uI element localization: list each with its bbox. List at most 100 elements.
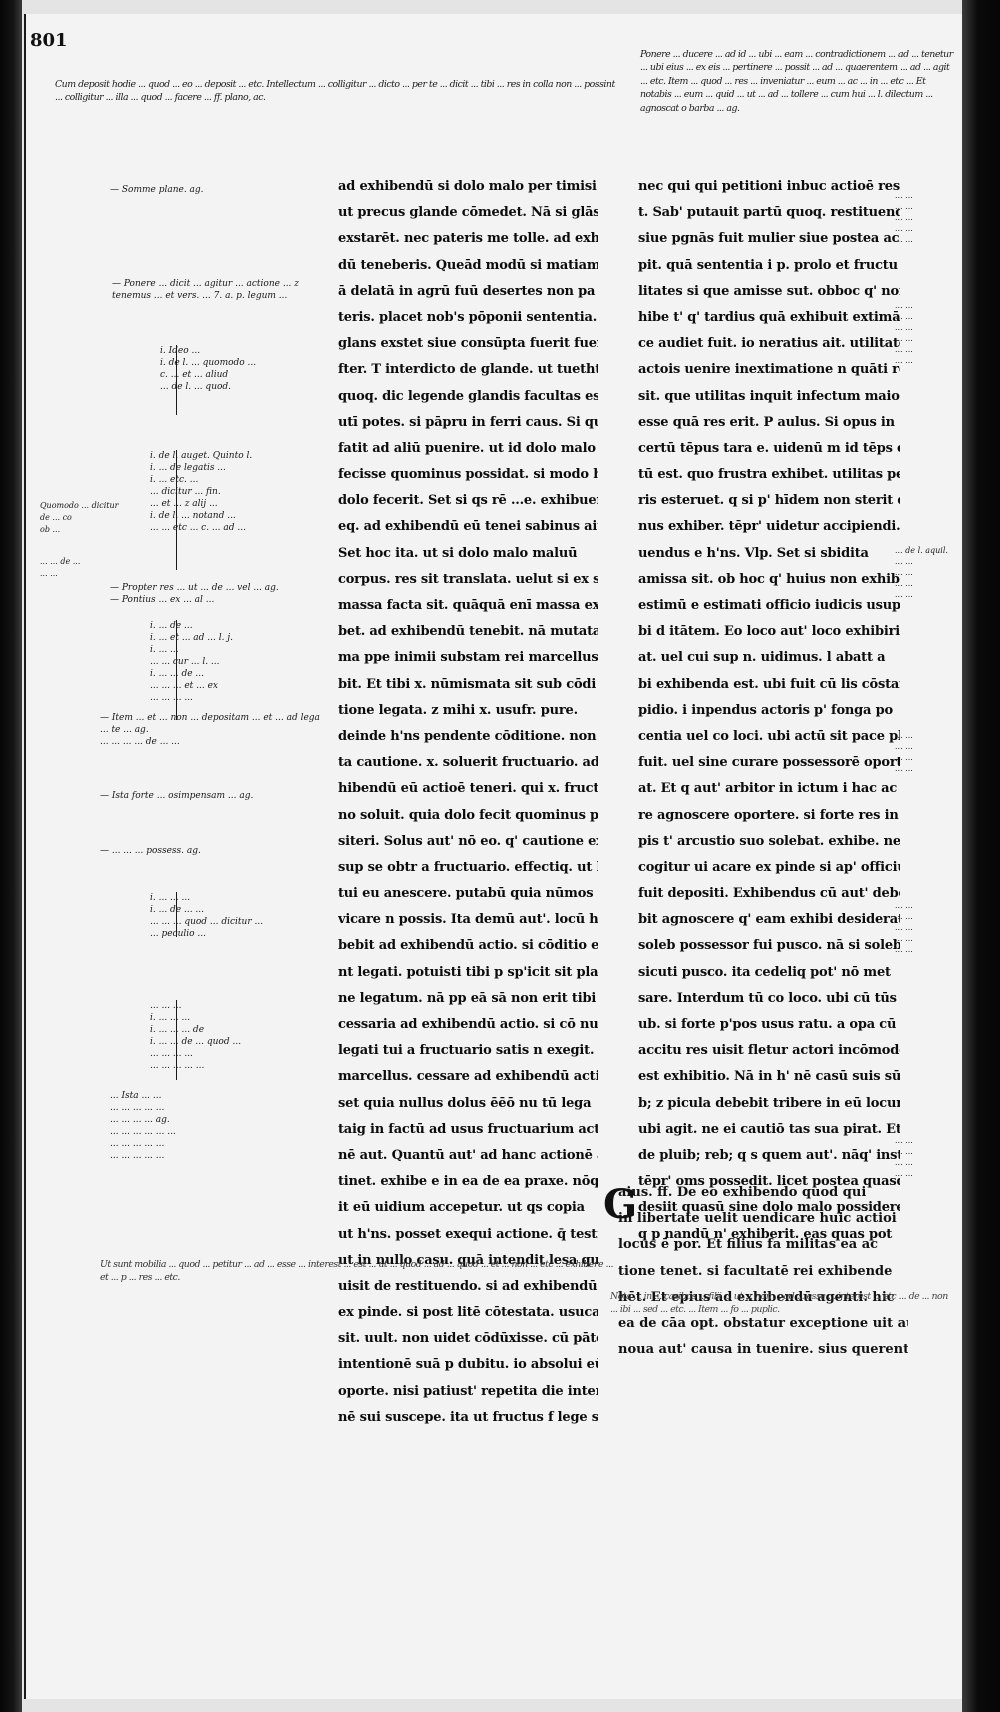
- text-line: sup se obtr a fructuario. effectiq. ut l…: [338, 859, 598, 875]
- right-margin-note: ... ... ... ... ... ... ... ... ... ... …: [895, 301, 913, 365]
- text-line: pis t' arcustio suo solebat. exhibe. ne …: [638, 833, 900, 849]
- text-line: no soluit. quia dolo fecit quominus pos: [338, 807, 598, 823]
- text-line: marcellus. cessare ad exhibendū actionē.: [338, 1069, 598, 1085]
- margin-note: — Ponere ... dicit ... agitur ... action…: [112, 279, 302, 301]
- text-line: ā delatā in agrū fuū desertes non pa: [338, 283, 596, 299]
- text-line: sicuti pusco. ita cedeliq pot' nō met: [638, 964, 891, 980]
- text-line: fecisse quominus possidat. si modo hoc: [338, 467, 598, 483]
- text-line: sit. que utilitas inquit infectum maior: [638, 388, 900, 404]
- text-line: fuit. uel sine curare possessorē oporter: [638, 755, 900, 771]
- text-line: at. uel cui sup n. uidimus. l abatt a: [638, 650, 886, 666]
- text-line: sare. Interdum tū co loco. ubi cū tūs su…: [638, 990, 900, 1006]
- main-text-right-column: nec qui qui petitioni inbuc actioē resti…: [638, 174, 900, 1248]
- text-line: hibe t' q' tardius quā exhibuit extimā: [638, 309, 900, 325]
- right-margin-note: ... de l. aquil. ... ... ... ... ... ...…: [895, 546, 948, 599]
- margin-note: ... Ista ... ... ... ... ... ... ... ...…: [110, 1091, 176, 1161]
- text-line: hēt. Et epius ad exhibendū agenti. hic: [618, 1289, 895, 1305]
- text-line: fter. T interdicto de glande. ut tuethtr…: [338, 362, 598, 378]
- text-line: tēpr' oms possedit. licet postea quasdā: [638, 1174, 900, 1190]
- text-line: sit. uult. non uidet cōdūxisse. cū pāte: [338, 1331, 598, 1347]
- text-line: noua aut' causa in tuenire. sius querent…: [618, 1342, 908, 1358]
- margin-bracket: [176, 1000, 185, 1080]
- text-line: ta cautione. x. soluerit fructuario. ad …: [338, 755, 598, 771]
- right-binding-edge: [962, 0, 1000, 1712]
- text-line: ma ppe inimii substam rei marcellus scr: [338, 650, 598, 666]
- text-line: exstarēt. nec pateris me tolle. ad exhib…: [338, 231, 598, 247]
- text-line: cessaria ad exhibendū actio. si cō nuari…: [338, 1017, 598, 1032]
- margin-note: — Ista forte ... osimpensam ... ag.: [100, 791, 254, 801]
- text-line: uisit de restituendo. si ad exhibendū ag…: [338, 1278, 598, 1294]
- right-margin-note: ... ... ... ... ... ... ... ... ... ...: [895, 901, 913, 954]
- text-line: nē sui suscepe. ita ut fructus f lege su…: [338, 1409, 598, 1425]
- text-line: siteri. Solus aut' nō eo. q' cautione ex…: [338, 833, 598, 849]
- gloss-bottom-left: Ut sunt mobilia ... quod ... petitur ...…: [100, 1259, 616, 1284]
- text-line: de pluib; reb; q s quem aut'. nāq' insta…: [638, 1147, 900, 1163]
- text-line: tū est. quo frustra exhibet. utilitas pe…: [638, 467, 900, 483]
- text-line: siue pgnās fuit mulier siue postea ace: [638, 231, 900, 247]
- margin-note: i. ... de ... i. ... et ... ad ... l. j.…: [150, 621, 233, 703]
- text-line: intentionē suā p dubitu. io absolui eū: [338, 1357, 598, 1373]
- margin-note: ... ... ... i. ... ... ... i. ... ... ..…: [150, 1001, 242, 1071]
- text-line: q p nandū n' exhiberit. eas quas pot: [638, 1226, 893, 1242]
- text-line: centia uel co loci. ubi actū sit pace pl…: [638, 728, 900, 744]
- folio-number: 801: [30, 30, 68, 51]
- margin-note: i. ... ... ... i. ... de ... ... ... ...…: [150, 893, 264, 939]
- text-line: certū tēpus tara e. uidenū m id tēps exe: [638, 440, 900, 456]
- text-line: bi exhibenda est. ubi fuit cū lis cōstar…: [638, 676, 900, 692]
- margin-note: — Propter res ... ut ... de ... vel ... …: [110, 583, 279, 605]
- text-line: hibendū eū actioē teneri. qui x. fructua: [338, 781, 598, 797]
- text-line: oporte. nisi patiust' repetita die inten…: [338, 1383, 598, 1399]
- text-line: at. Et q aut' arbitor in ictum i hac ac: [638, 781, 898, 797]
- text-line: nē aut. Quantū aut' ad hanc actionē at: [338, 1147, 598, 1163]
- text-line: bi d itātem. Eo loco aut' loco exhibiri …: [638, 624, 900, 640]
- left-scan-edge: [0, 0, 22, 1712]
- margin-note: ... ... de ... ... ...: [40, 557, 81, 578]
- text-line: ex pinde. si post litē cōtestata. usucap…: [338, 1305, 598, 1321]
- text-line: amissa sit. ob hoc q' huius non exhiberi: [638, 571, 900, 587]
- text-line: est exhibitio. Nā in h' nē casū suis sūp…: [638, 1069, 900, 1085]
- text-line: massa facta sit. quāquā enī massa exhi: [338, 598, 598, 613]
- text-line: teris. placet nob's pōponii sententia. s…: [338, 309, 598, 325]
- margin-note: Quomodo ... dicitur de ... co ob ...: [40, 501, 119, 534]
- manuscript-page: [24, 14, 962, 1699]
- text-line: ris esteruet. q si p' hīdem non sterit q…: [638, 493, 900, 509]
- right-margin-note: ... ... ... ... ... ... ... ...: [895, 731, 913, 773]
- text-line: litates si que amisse sut. obboc q' non …: [638, 283, 900, 299]
- text-line: locus ē por. Et filius fa militas ea ac: [618, 1237, 879, 1253]
- text-line: bit agnoscere q' eam exhibi desiderat. s…: [638, 912, 900, 928]
- text-line: accitu res uisit fletur actori incōmode: [638, 1043, 900, 1059]
- margin-bracket: [176, 620, 185, 720]
- text-line: bebit ad exhibendū actio. si cōditio ext…: [338, 938, 598, 954]
- text-line: ubi agit. ne ei cautiō tas sua pirat. Et: [638, 1121, 900, 1137]
- text-line: dū teneberis. Queād modū si matiam me: [338, 257, 598, 273]
- text-line: glans exstet siue consūpta fuerit fuer: [338, 336, 598, 352]
- text-line: t. Sab' putauit partū quoq. restituendū: [638, 205, 900, 221]
- margin-note: — ... ... ... possess. ag.: [100, 846, 201, 856]
- margin-bracket: [176, 450, 185, 570]
- text-line: aius. ff. De eo exhibendo quod qui: [618, 1185, 867, 1200]
- text-line: tione legata. z mihi x. usufr. pure.: [338, 702, 578, 718]
- text-line: ut precus glande cōmedet. Nā si glās: [338, 205, 598, 221]
- text-line: re agnoscere oportere. si forte res in e…: [638, 807, 900, 823]
- text-line: legati tui a fructuario satis n exegit. …: [338, 1043, 598, 1059]
- text-line: actois uenire inextimatione n quāti res: [638, 362, 900, 378]
- text-line: ub. si forte p'pos usus ratu. a opa cū i…: [638, 1017, 900, 1032]
- text-line: tione tenet. si facultatē rei exhibende: [618, 1263, 893, 1279]
- text-line: ce audiet fuit. io neratius ait. utilita…: [638, 336, 900, 352]
- text-line: ad exhibendū si dolo malo per timisi: [338, 179, 597, 194]
- text-line: ut in nullo casu. quā intendit lesa quā: [338, 1252, 598, 1268]
- text-line: esse quā res erit. P aulus. Si opus in: [638, 414, 895, 430]
- margin-note: — Somme plane. ag.: [110, 185, 204, 195]
- text-line: nec qui qui petitioni inbuc actioē resti…: [638, 179, 900, 194]
- text-line: fatit ad aliū puenire. ut id dolo malo: [338, 440, 596, 456]
- text-line: nus exhiber. tēpr' uidetur accipiendi. a…: [638, 519, 900, 535]
- text-line: nt legati. potuisti tibi p sp'icit sit p…: [338, 964, 598, 980]
- text-line: soleb possessor fui pusco. nā si soleb: [638, 938, 900, 954]
- gloss-bottom-right: Nota ... in ... casibus ... filii ... ut…: [610, 1291, 951, 1316]
- text-line: tinet. exhibe e in ea de ea praxe. nōqua…: [338, 1174, 598, 1190]
- text-line: pidio. i inpendus actoris p' fonga po: [638, 702, 893, 718]
- text-line: taig in factū ad usus fructuarium actio: [338, 1121, 598, 1137]
- right-margin-note: ... ... ... ... ... ... ... ... ... ...: [895, 191, 913, 244]
